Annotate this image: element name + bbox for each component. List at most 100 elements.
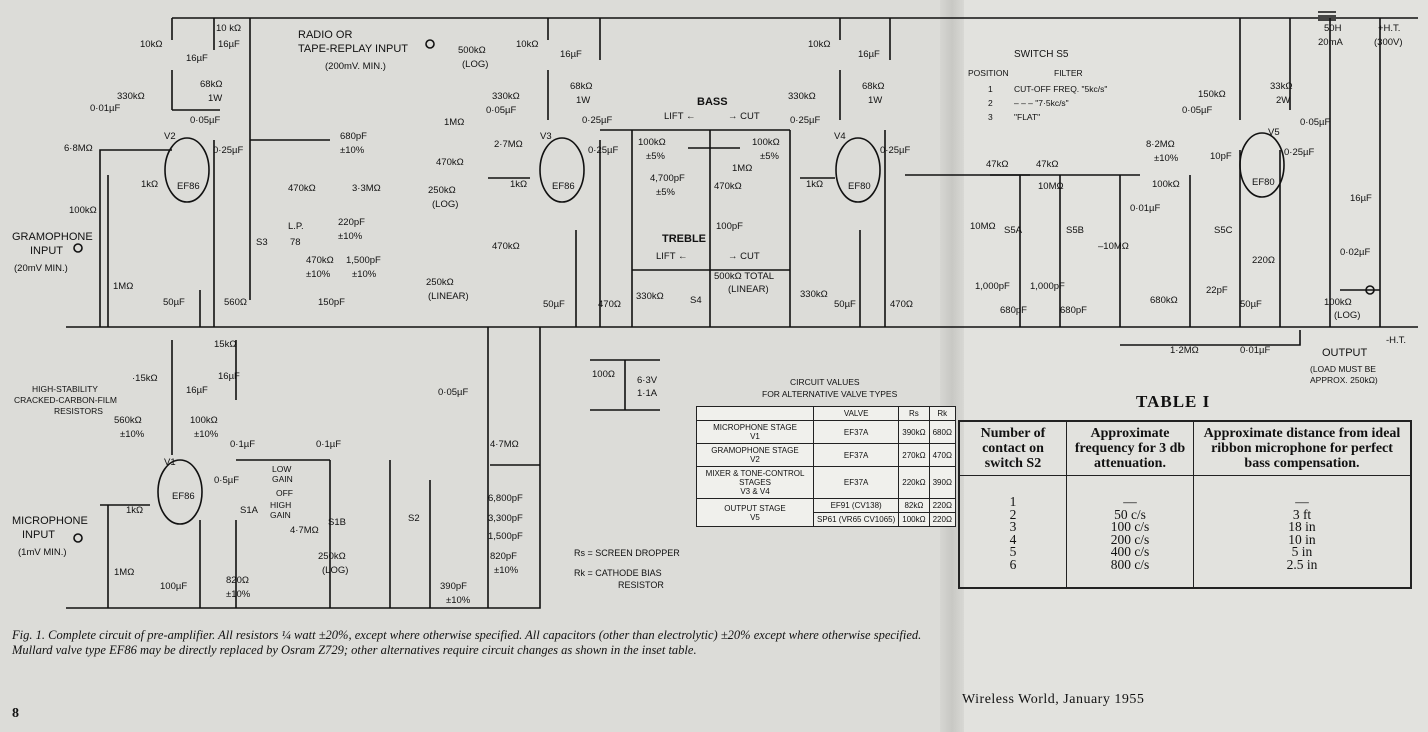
component-label: 0·05µF (438, 387, 469, 398)
table-cell: 220Ω (928, 512, 956, 527)
table-cell: EF37A (812, 466, 900, 499)
table-cell: 3 (959, 520, 1067, 534)
component-label: 1·2MΩ (1170, 345, 1199, 356)
output-label: OUTPUT (1322, 347, 1368, 359)
hs-resistors-label-3: RESISTORS (54, 406, 103, 416)
component-label: 0·01µF (1130, 203, 1161, 214)
table-page (952, 0, 1428, 732)
component-label: ±10% (340, 145, 365, 156)
table-cell: 220kΩ (898, 466, 930, 499)
switch-s5-row-pos: 1 (988, 84, 993, 94)
table-cell: 200 c/s (1066, 533, 1194, 546)
switch-s5-row-filter: "FLAT" (1014, 112, 1041, 122)
switch-s5-row-pos: 3 (988, 112, 993, 122)
component-label: 0·05µF (1300, 117, 1331, 128)
rs-note: Rs = SCREEN DROPPER (574, 548, 680, 558)
component-label: 16µF (186, 53, 208, 64)
table-header-cell: Approximate distance from ideal ribbon m… (1193, 421, 1411, 476)
component-label: ±10% (446, 595, 471, 606)
component-label: 100kΩ (1324, 297, 1352, 308)
component-label: 150pF (318, 297, 345, 308)
component-label: 16µF (1350, 193, 1372, 204)
switch-s5-row-pos: 2 (988, 98, 993, 108)
component-label: 680pF (1000, 305, 1027, 316)
valve-v4 (835, 137, 881, 203)
component-label: 50µF (543, 299, 565, 310)
table-cell: 6 (959, 557, 1067, 588)
component-label: 1MΩ (113, 281, 134, 292)
mic-level-label: (1mV MIN.) (18, 547, 67, 558)
component-label: (LINEAR) (428, 291, 469, 302)
treble-lift-label: LIFT ← (656, 251, 688, 262)
radio-level-label: (200mV. MIN.) (325, 61, 386, 72)
stage-name: MIXER & TONE-CONTROL STAGES (705, 469, 805, 487)
table-header-cell: Number of contact on switch S2 (959, 421, 1067, 476)
component-label: 100kΩ (69, 205, 97, 216)
component-label: 220Ω (1252, 255, 1275, 266)
component-label: 50µF (834, 299, 856, 310)
component-label: 560Ω (224, 297, 247, 308)
table-row: 5 400 c/s 5 in (959, 545, 1411, 559)
component-label: 10 kΩ (216, 23, 242, 34)
valve-v2 (164, 137, 210, 203)
table-cell: 680Ω (928, 420, 956, 444)
table-cell: 100kΩ (898, 512, 930, 527)
component-label: 100kΩ (638, 137, 666, 148)
component-label: 150kΩ (1198, 89, 1226, 100)
v5-type: EF80 (1252, 177, 1275, 188)
component-label: 330kΩ (788, 91, 816, 102)
s4-label: S4 (690, 295, 702, 306)
output-note: (LOAD MUST BE (1310, 364, 1376, 374)
high-gain-label-2: GAIN (270, 510, 291, 520)
component-label: 1MΩ (732, 163, 753, 174)
ht-plus-label: +H.T. (1378, 23, 1401, 34)
component-label: 16µF (218, 39, 240, 50)
table-cell: — (1295, 494, 1309, 509)
valve-v1 (157, 459, 203, 525)
component-label: 0·1µF (316, 439, 342, 450)
v2-type: EF86 (177, 181, 200, 192)
gram-input-jack-icon (73, 243, 83, 253)
component-label: 330kΩ (800, 289, 828, 300)
table-cell: 1 (959, 475, 1067, 509)
component-label: ±5% (646, 151, 665, 162)
v4-type: EF80 (848, 181, 871, 192)
component-label: ±10% (226, 589, 251, 600)
component-label: 250kΩ (426, 277, 454, 288)
table-row: VALVE Rs Rk (696, 406, 956, 421)
table-header-cell: VALVE (812, 406, 900, 421)
gram-level-label: (20mV MIN.) (14, 263, 68, 274)
output-jack-icon (1365, 285, 1375, 295)
component-label: 390pF (440, 581, 467, 592)
radio-input-label: RADIO OR (298, 29, 353, 41)
table-cell: 4 (959, 533, 1067, 546)
treble-cut-label: → CUT (728, 251, 760, 262)
component-label: 820Ω (226, 575, 249, 586)
component-label: 10pF (1210, 151, 1232, 162)
component-label: 470kΩ (436, 157, 464, 168)
table-cell: EF37A (812, 420, 900, 444)
choke-icon (1318, 11, 1336, 21)
table-header-cell: Approximate frequency for 3 db attenuati… (1066, 421, 1194, 476)
v3-type: EF86 (552, 181, 575, 192)
table-cell: 10 in (1288, 531, 1316, 547)
low-gain-label-2: GAIN (272, 474, 293, 484)
stage-name: OUTPUT STAGE (724, 503, 786, 513)
mic-input-label: MICROPHONE (12, 515, 88, 527)
component-label: 1kΩ (126, 505, 144, 516)
component-label: 33kΩ (1270, 81, 1293, 92)
component-label: –10MΩ (1098, 241, 1129, 252)
table-cell: 270kΩ (898, 443, 930, 467)
component-label: 330kΩ (492, 91, 520, 102)
s5a-label: S5A (1004, 225, 1022, 236)
component-label: 680pF (1060, 305, 1087, 316)
table-cell: 470Ω (928, 443, 956, 467)
table-header-cell (696, 406, 814, 421)
table-cell: 220Ω (928, 498, 956, 513)
